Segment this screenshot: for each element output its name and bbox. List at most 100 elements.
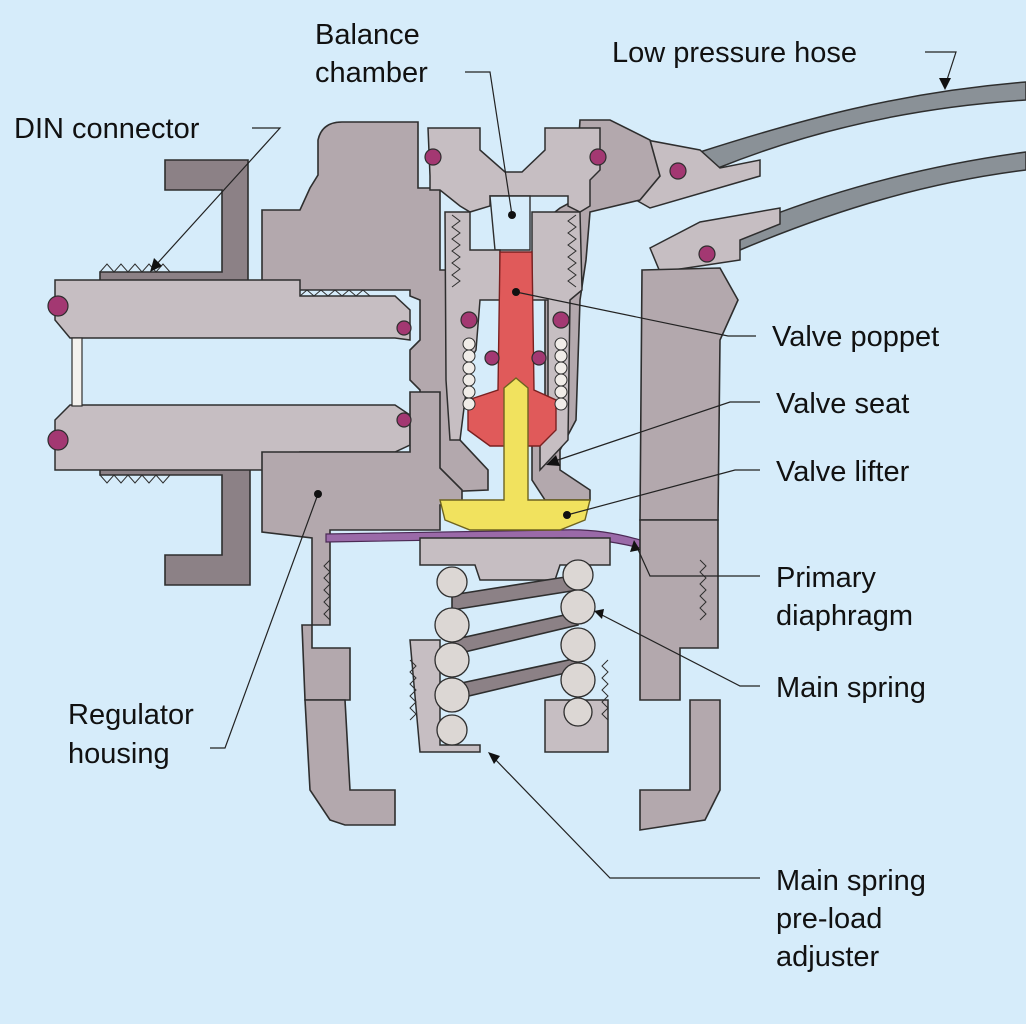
leader-low-pressure-hose: [925, 51, 957, 87]
leader-valve-poppet: [515, 291, 756, 337]
o-ring: [47, 295, 69, 317]
o-ring: [396, 412, 412, 428]
label-regulator-housing-line1: Regulator: [68, 699, 194, 731]
lower-housing-left: [261, 391, 463, 626]
balance-spring-coil: [462, 349, 476, 363]
sleeve-thread-right: [567, 214, 577, 288]
o-ring: [589, 148, 607, 166]
leader-primary-diaphragm: [635, 544, 760, 577]
low-pressure-hose-upper: [698, 81, 1026, 169]
balance-spring-coil: [554, 385, 568, 399]
main-spring-coil: [436, 714, 468, 746]
o-ring: [396, 320, 412, 336]
label-preload-adjuster-line3: adjuster: [776, 941, 880, 973]
din-connector-lower: [54, 404, 411, 471]
din-connector-thread-upper: [299, 289, 371, 297]
preload-adjuster-cup: [409, 639, 481, 753]
lower-housing-body: [301, 624, 351, 701]
balance-spring-coil: [554, 373, 568, 387]
main-spring-coil: [560, 589, 596, 625]
right-lower-wall: [639, 519, 719, 701]
leader-dot: [314, 490, 322, 498]
balance-spring-coil: [462, 361, 476, 375]
label-din-connector: DIN connector: [14, 113, 200, 145]
balance-chamber-cap: [427, 127, 601, 213]
o-ring: [47, 429, 69, 451]
label-preload-adjuster-line2: pre-load: [776, 903, 882, 935]
balance-spring-coil: [554, 397, 568, 411]
main-spring: [434, 559, 596, 746]
din-yoke-thread-upper: [99, 263, 171, 273]
label-valve-seat: Valve seat: [776, 388, 909, 420]
leader-balance-chamber: [465, 71, 513, 216]
o-ring: [484, 350, 500, 366]
main-spring-coil: [563, 697, 593, 727]
label-valve-poppet: Valve poppet: [772, 321, 939, 353]
o-ring: [424, 148, 442, 166]
o-ring: [669, 162, 687, 180]
main-spring-coil: [562, 559, 594, 591]
o-ring: [698, 245, 716, 263]
label-low-pressure-hose: Low pressure hose: [612, 37, 857, 69]
balance-chamber-bore: [489, 195, 531, 251]
adjuster-thread-right: [601, 659, 609, 721]
leader-dot: [563, 511, 571, 519]
leader-dot: [512, 288, 520, 296]
balance-spring-coil: [554, 337, 568, 351]
main-spring-coil: [434, 642, 470, 678]
balance-spring-coil: [462, 385, 476, 399]
main-spring-coil: [451, 611, 579, 657]
balance-spring-coil: [554, 349, 568, 363]
leader-arrow: [150, 258, 162, 272]
lower-thread-right: [699, 559, 707, 621]
label-primary-diaphragm-line2: diaphragm: [776, 600, 913, 632]
main-spring-coil: [560, 627, 596, 663]
balance-spring-coil: [462, 397, 476, 411]
balance-spring-coil: [462, 373, 476, 387]
adjuster-thread-left: [409, 659, 417, 721]
valve-poppet: [467, 251, 557, 447]
label-preload-adjuster-line1: Main spring: [776, 865, 926, 897]
balance-spring-coil: [554, 361, 568, 375]
leader-arrow: [594, 609, 604, 619]
leader-arrow: [546, 455, 560, 466]
o-ring: [552, 311, 570, 329]
lower-thread-left: [323, 559, 331, 621]
leader-din-connector: [154, 127, 282, 267]
balance-spring-coil: [462, 337, 476, 351]
hose-fitting-upper: [618, 134, 761, 209]
label-balance-chamber-line1: Balance: [315, 19, 420, 51]
balance-spring: [462, 337, 568, 411]
label-balance-chamber-line2: chamber: [315, 57, 428, 89]
main-spring-coil: [434, 607, 470, 643]
valve-lifter: [439, 377, 591, 531]
o-ring: [460, 311, 478, 329]
leader-arrow: [630, 540, 640, 552]
din-connector-bore: [71, 337, 83, 407]
leader-arrow: [939, 78, 951, 90]
leader-preload-adjuster: [491, 755, 760, 879]
din-yoke-lower: [99, 451, 251, 586]
bottom-cap-right: [639, 699, 721, 831]
leader-valve-lifter: [566, 469, 760, 516]
main-spring-coil: [434, 677, 470, 713]
din-yoke-thread-lower: [99, 474, 171, 484]
low-pressure-hose-lower: [734, 151, 1026, 252]
label-main-spring: Main spring: [776, 672, 926, 704]
label-regulator-housing-line2: housing: [68, 738, 170, 770]
din-yoke-upper: [99, 159, 249, 295]
leader-arrow: [488, 752, 500, 764]
main-spring-coil: [436, 566, 468, 598]
leader-lines: [150, 51, 957, 879]
leader-valve-seat: [551, 401, 760, 463]
leader-main-spring: [599, 613, 760, 687]
leader-dot: [508, 211, 516, 219]
main-spring-coil: [560, 662, 596, 698]
o-rings: [47, 148, 716, 451]
label-primary-diaphragm-line1: Primary: [776, 562, 876, 594]
main-spring-coil: [451, 657, 579, 702]
label-valve-lifter: Valve lifter: [776, 456, 910, 488]
o-ring: [531, 350, 547, 366]
